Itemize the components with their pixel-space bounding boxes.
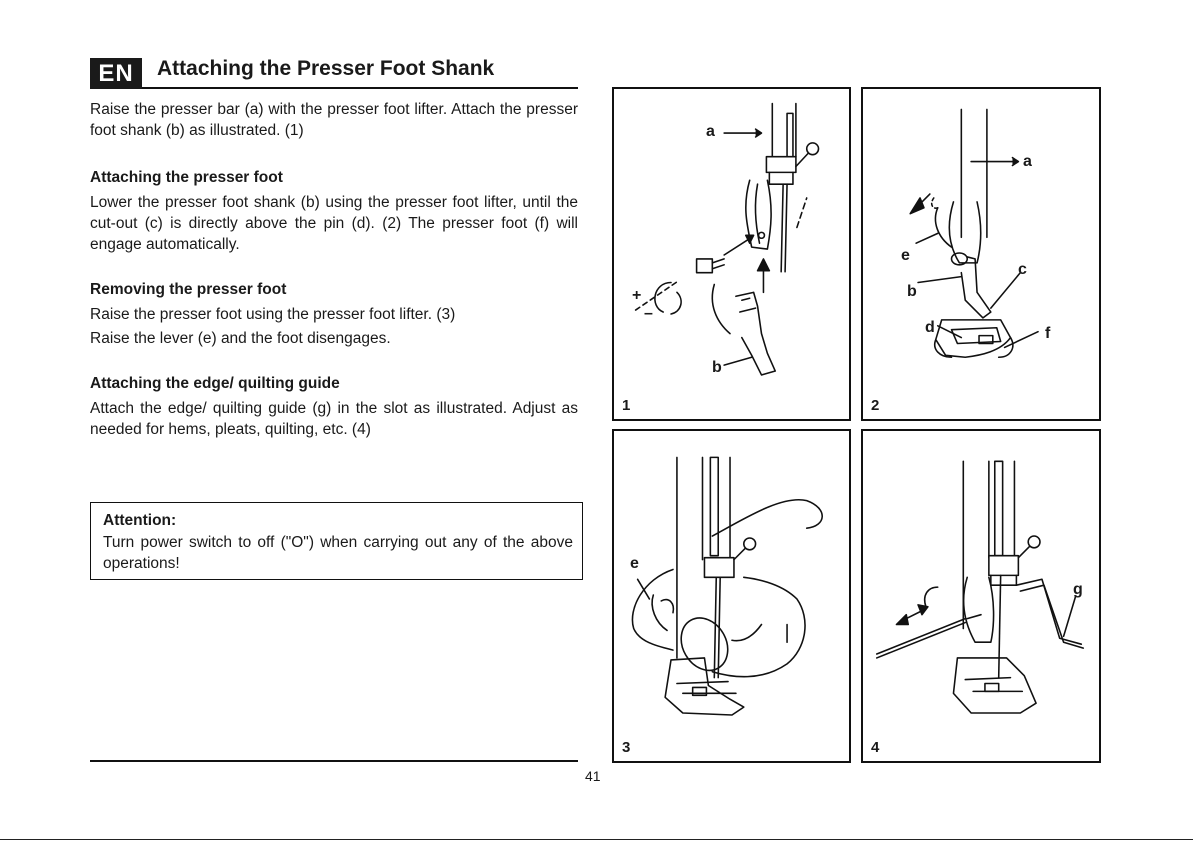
page-number: 41 (585, 768, 601, 784)
section-paragraph: Lower the presser foot shank (b) using t… (90, 194, 578, 253)
label-c: c (1018, 261, 1027, 278)
bottom-rule (0, 839, 1193, 840)
section-paragraph: Raise the presser foot using the presser… (90, 306, 456, 323)
attention-box: Attention: Turn power switch to off ("O"… (90, 502, 583, 580)
section-quilting-guide: Attaching the edge/ quilting guide Attac… (90, 373, 578, 440)
label-b: b (712, 359, 722, 376)
label-g: g (1073, 581, 1083, 598)
section-heading: Removing the presser foot (90, 281, 287, 298)
figure-2-panel: a e c b d f 2 (861, 87, 1101, 421)
footer-rule (90, 760, 578, 762)
label-a: a (706, 123, 715, 140)
page-title: Attaching the Presser Foot Shank (157, 57, 495, 80)
label-e: e (901, 247, 910, 264)
figure-number: 2 (871, 397, 880, 414)
label-plus: + (632, 287, 642, 304)
figure-2-illustration (909, 108, 1039, 359)
label-a: a (1023, 153, 1032, 170)
figure-number: 3 (622, 739, 631, 756)
figure-4-panel: g 4 (861, 429, 1101, 763)
label-d: d (925, 319, 935, 336)
attention-heading: Attention: (103, 512, 177, 529)
section-header: EN Attaching the Presser Foot Shank (90, 55, 578, 89)
figure-1-illustration (634, 102, 820, 376)
figure-1-panel: a b + – 1 (612, 87, 851, 421)
section-paragraph: Raise the lever (e) and the foot disenga… (90, 330, 391, 347)
language-badge: EN (90, 58, 142, 89)
figure-number: 4 (871, 739, 880, 756)
section-paragraph: Attach the edge/ quilting guide (g) in t… (90, 400, 578, 438)
section-attaching-foot: Attaching the presser foot Lower the pre… (90, 167, 578, 255)
section-removing-foot: Removing the presser foot Raise the pres… (90, 279, 578, 349)
label-f: f (1045, 325, 1051, 342)
intro-paragraph: Raise the presser bar (a) with the press… (90, 101, 578, 139)
section-heading: Attaching the presser foot (90, 169, 283, 186)
figure-number: 1 (622, 397, 631, 414)
figure-3-illustration (631, 456, 823, 716)
label-minus: – (644, 305, 653, 322)
section-heading: Attaching the edge/ quilting guide (90, 375, 340, 392)
figure-3-panel: e 3 (612, 429, 851, 763)
figure-4-illustration (875, 460, 1085, 714)
label-e: e (630, 555, 639, 572)
label-b: b (907, 283, 917, 300)
attention-text: Turn power switch to off ("O") when carr… (103, 534, 573, 572)
text-column: EN Attaching the Presser Foot Shank Rais… (90, 55, 578, 440)
